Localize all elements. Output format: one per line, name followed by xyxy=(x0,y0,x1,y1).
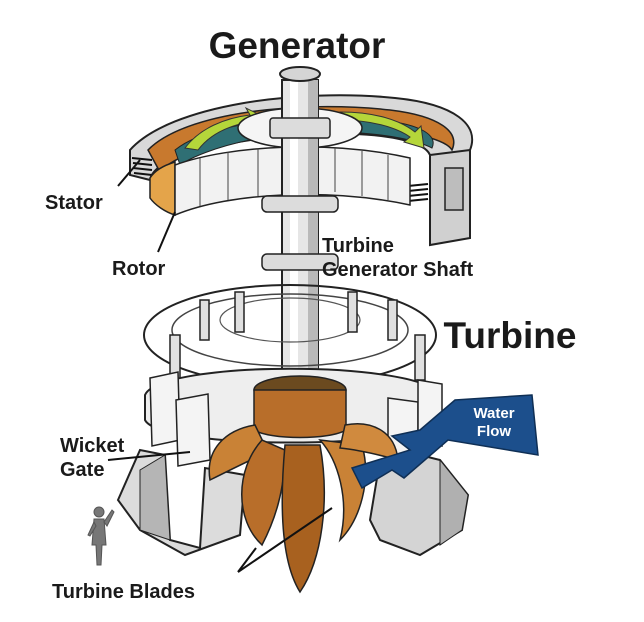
shaft-label-line2: Generator Shaft xyxy=(322,259,473,281)
turbine-assembly xyxy=(116,284,470,594)
person-scale-figure xyxy=(87,506,115,566)
water-flow-arrow: Water Flow xyxy=(350,394,539,490)
shaft-highlight xyxy=(290,80,298,410)
stator-leader xyxy=(117,159,141,187)
rotor-label: Rotor xyxy=(112,258,166,280)
shaft-shade xyxy=(308,80,318,410)
wicket-gate-label-line1: Wicket xyxy=(60,435,125,457)
water-flow-label-line1: Water xyxy=(473,405,514,422)
stator-label: Stator xyxy=(45,192,103,214)
turbine-generator-shaft xyxy=(261,66,339,411)
leader-lines xyxy=(107,159,333,573)
turbine-blades-label: Turbine Blades xyxy=(52,581,195,603)
shaft-label-line1: Turbine xyxy=(322,235,394,257)
water-flow-label-line2: Flow xyxy=(477,423,511,440)
turbine-blades xyxy=(208,423,399,594)
shaft-collar-top xyxy=(269,117,331,139)
blades-leader-1 xyxy=(237,547,257,573)
wicket-ring-inner xyxy=(171,293,409,367)
rotor-drum-segments xyxy=(199,148,389,206)
water-arrow-body xyxy=(350,394,539,490)
blades-leader-2 xyxy=(237,507,333,573)
shaft-coupling-2 xyxy=(261,253,339,271)
stator-end-panel xyxy=(444,167,464,211)
turbine-label: Turbine xyxy=(444,315,577,356)
blade-front-right xyxy=(318,439,367,543)
blade-front-center xyxy=(281,444,325,594)
rotation-arrow-right xyxy=(339,111,425,149)
housing-shade-right xyxy=(439,458,469,546)
wicket-ring-core xyxy=(219,297,361,343)
wicket-gate-label-line2: Gate xyxy=(60,459,104,481)
generator-label: Generator xyxy=(209,25,386,66)
wicket-leader xyxy=(107,451,191,461)
rotor-leader xyxy=(157,211,176,253)
wicket-posts xyxy=(169,291,426,381)
runner-hub xyxy=(253,389,347,439)
housing-shade-left xyxy=(139,454,171,541)
shaft-top-cap xyxy=(279,66,321,82)
shaft-coupling-1 xyxy=(261,195,339,213)
